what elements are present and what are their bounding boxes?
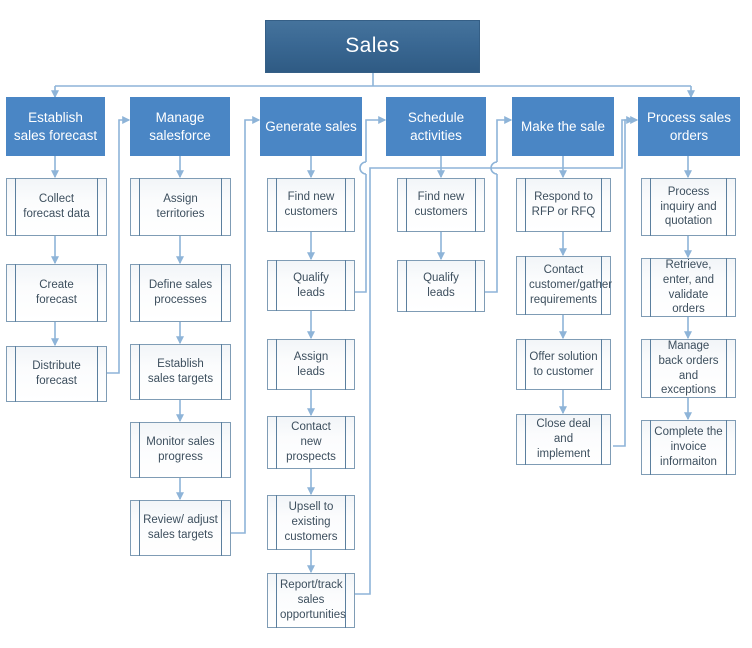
process-node[interactable]: Retrieve, enter, and validate orders [641,258,736,317]
process-label: Define sales processes [148,279,213,306]
process-label: Establish sales targets [147,358,214,385]
process-node[interactable]: Contact customer/gather requirements [516,256,613,315]
wire-hop-a [359,161,367,175]
wire-col3b-run [355,174,367,293]
process-node[interactable]: Report/track sales opportunities [267,573,355,628]
process-node[interactable]: Find new customers [397,178,485,232]
process-node[interactable]: Distribute forecast [6,346,107,402]
process-label: Respond to RFP or RFQ [531,191,596,218]
process-label: Monitor sales progress [146,436,215,463]
header-label: Manage salesforce [149,110,211,143]
wire-col5-to-col6 [613,116,639,447]
header-node-make-the-sale[interactable]: Make the sale [512,97,614,156]
process-label: Qualify leads [423,272,459,299]
header-label: Generate sales [265,118,357,134]
wire-hop-b [490,161,498,175]
process-node[interactable]: Collect forecast data [6,178,107,236]
wire-col1-to-col2 [107,116,131,374]
header-label: Establish sales forecast [13,110,98,143]
root-node-label: Sales [345,34,400,58]
process-node[interactable]: Establish sales targets [130,344,231,400]
process-node[interactable]: Create forecast [6,264,107,322]
process-label: Distribute forecast [32,360,81,387]
process-node[interactable]: Qualify leads [267,260,355,311]
root-node-sales[interactable]: Sales [265,20,480,73]
wire-col4-run [485,174,498,293]
process-label: Assign leads [293,350,329,378]
header-node-schedule-activities[interactable]: Schedule activities [386,97,486,156]
process-node[interactable]: Contact new prospects [267,416,355,469]
process-node[interactable]: Respond to RFP or RFQ [516,178,611,232]
process-label: Process inquiry and quotation [660,185,717,228]
process-node[interactable]: Close deal and implement [516,414,611,465]
header-label: Schedule activities [407,110,465,143]
process-node[interactable]: Monitor sales progress [130,422,231,478]
process-node[interactable]: Define sales processes [130,264,231,322]
header-label: Process sales orders [646,110,732,143]
header-node-process-sales-orders[interactable]: Process sales orders [638,97,740,156]
process-node[interactable]: Complete the invoice informaiton [641,420,736,475]
wire-col4-to-col5 [496,116,513,162]
header-node-establish-sales-forecast[interactable]: Establish sales forecast [6,97,105,156]
wire-col2-to-col3 [231,116,261,534]
process-node[interactable]: Upsell to existing customers [267,495,355,550]
process-label: Review/ adjust sales targets [143,514,218,541]
header-node-generate-sales[interactable]: Generate sales [260,97,362,156]
process-node[interactable]: Qualify leads [397,260,485,312]
process-label: Manage back orders and exceptions [658,339,719,397]
process-label: Close deal and implement [536,418,591,460]
process-label: Contact new prospects [286,421,336,463]
process-label: Find new customers [284,191,338,218]
process-node[interactable]: Offer solution to customer [516,339,611,390]
process-node[interactable]: Assign leads [267,339,355,390]
header-node-manage-salesforce[interactable]: Manage salesforce [130,97,230,156]
process-label: Assign territories [156,193,205,220]
process-label: Find new customers [414,191,468,218]
process-label: Collect forecast data [23,193,90,220]
process-label: Retrieve, enter, and validate orders [662,258,715,316]
process-label: Create forecast [36,279,77,306]
process-node[interactable]: Process inquiry and quotation [641,178,736,236]
process-label: Qualify leads [293,271,329,299]
process-node[interactable]: Review/ adjust sales targets [130,500,231,556]
process-node[interactable]: Assign territories [130,178,231,236]
wire-col3-to-col4 [365,116,387,162]
process-label: Contact customer/gather requirements [529,264,613,306]
process-label: Offer solution to customer [529,350,598,378]
process-label: Report/track sales opportunities [280,579,346,621]
header-label: Make the sale [520,118,606,134]
process-label: Complete the invoice informaiton [654,426,723,468]
process-node[interactable]: Manage back orders and exceptions [641,339,736,398]
process-node[interactable]: Find new customers [267,178,355,232]
process-label: Upsell to existing customers [284,501,338,543]
